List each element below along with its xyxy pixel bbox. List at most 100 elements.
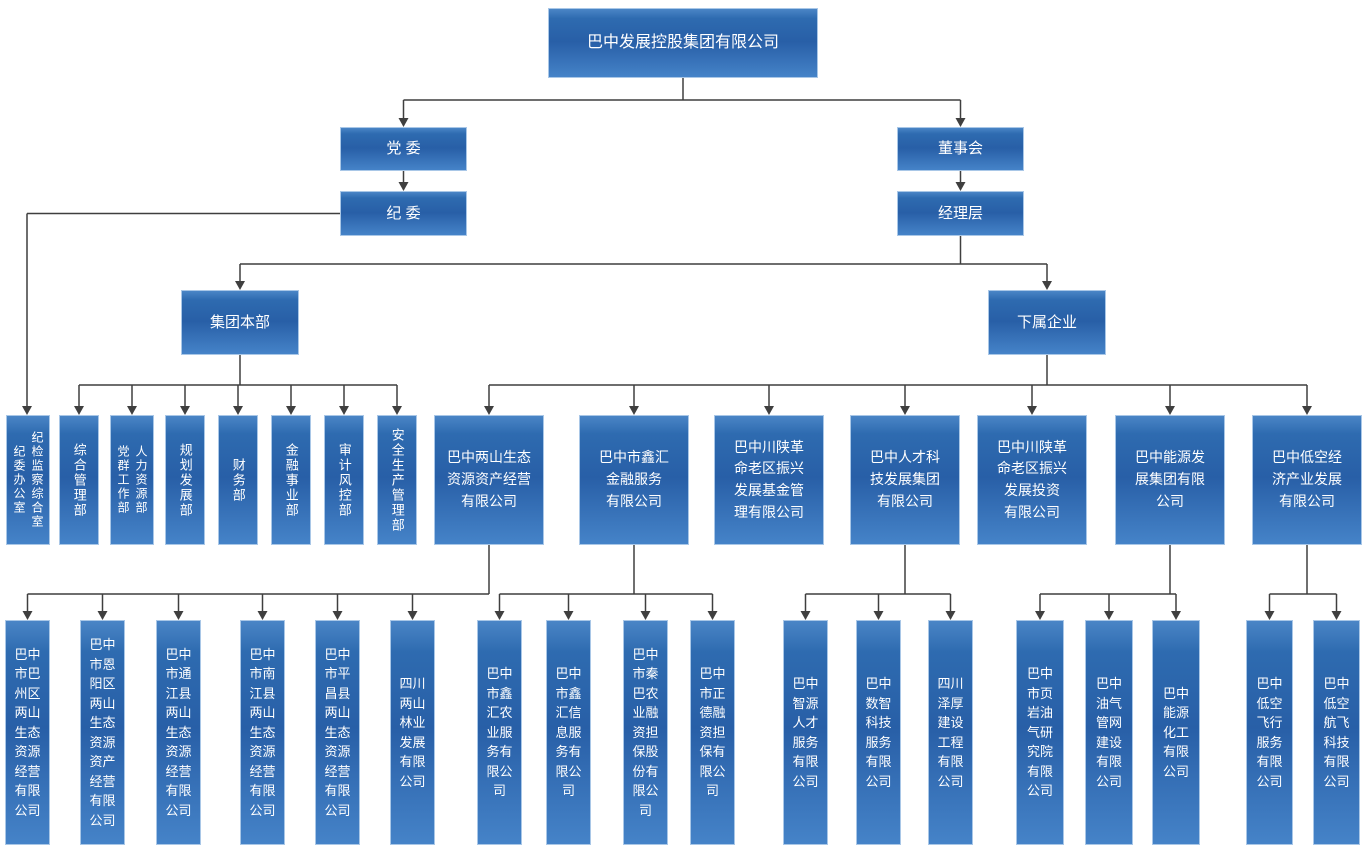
arrowhead-icon: [1042, 281, 1052, 290]
org-node-dept-planning: 规划发展部: [165, 415, 205, 545]
arrowhead-icon: [900, 406, 910, 415]
arrowhead-icon: [398, 118, 409, 127]
arrowhead-icon: [1035, 611, 1045, 620]
org-node-management-team: 经理层: [897, 191, 1024, 236]
org-node-label: 集团本部: [209, 313, 270, 331]
org-node-label: 巴中发展控股集团有限公司: [586, 33, 779, 51]
org-node-label: 巴中市巴州区两山生态资源经营有限公司: [14, 646, 41, 818]
org-node-party-committee: 党 委: [340, 127, 467, 171]
arrowhead-icon: [22, 611, 33, 620]
org-node-sub-liangshan: 巴中两山生态 资源资产经营 有限公司: [434, 415, 544, 545]
org-node-co-qinba-guarantee: 巴中市秦巴农业融资担保股份有限公司: [623, 620, 668, 845]
org-node-label: 下属企业: [1016, 313, 1077, 331]
org-node-label: 巴中市鑫汇 金融服务 有限公司: [599, 449, 669, 509]
org-node-co-flight-service: 巴中低空飞行服务有限公司: [1246, 620, 1293, 845]
org-node-co-shuzhi-tech: 巴中数智科技服务有限公司: [856, 620, 901, 845]
org-node-co-nanjiang: 巴中市南江县两山生态资源经营有限公司: [240, 620, 285, 845]
org-node-co-xinhui-agri: 巴中市鑫汇农业服务有限公司: [477, 620, 522, 845]
org-node-co-sichuan-forestry: 四川两山林业发展有限公司: [390, 620, 435, 845]
arrowhead-icon: [764, 406, 774, 415]
arrowhead-icon: [494, 611, 505, 620]
org-node-label: 经理层: [937, 204, 983, 222]
arrowhead-icon: [1331, 611, 1342, 620]
arrowhead-icon: [392, 406, 402, 415]
arrowhead-icon: [1104, 611, 1114, 620]
arrowhead-icon: [22, 406, 32, 415]
org-node-discipline-committee: 纪 委: [340, 191, 467, 236]
org-node-label: 金融事业部: [283, 442, 299, 518]
org-node-label: 巴中市鑫汇信息服务有限公司: [555, 666, 582, 799]
arrowhead-icon: [233, 406, 243, 415]
org-node-label: 巴中低空航飞科技有限公司: [1323, 676, 1350, 789]
org-node-label: 党 委: [386, 140, 421, 158]
arrowhead-icon: [1264, 611, 1275, 620]
org-node-sub-low-altitude: 巴中低空经 济产业发展 有限公司: [1252, 415, 1362, 545]
org-node-label: 综合管理部: [71, 442, 87, 518]
org-node-group-headquarters: 集团本部: [181, 290, 299, 355]
org-node-dept-jijian-office: 纪检监察综合室 纪委办公室: [6, 415, 50, 545]
org-node-label: 巴中川陕革 命老区振兴 发展基金管 理有限公司: [734, 438, 804, 520]
arrowhead-icon: [407, 611, 418, 620]
org-node-co-zhengde-guarantee: 巴中市正德融资担保有限公司: [690, 620, 735, 845]
org-node-label: 人力资源部 党群工作部: [116, 445, 148, 515]
org-node-sub-talent-tech: 巴中人才科 技发展集团 有限公司: [850, 415, 960, 545]
arrowhead-icon: [873, 611, 884, 620]
arrowhead-icon: [257, 611, 268, 620]
org-node-label: 巴中川陕革 命老区振兴 发展投资 有限公司: [997, 438, 1067, 520]
org-node-label: 财务部: [230, 457, 246, 503]
org-node-co-energy-chemical: 巴中能源化工有限公司: [1152, 620, 1200, 845]
arrowhead-icon: [180, 406, 190, 415]
org-node-sub-fund-mgmt: 巴中川陕革 命老区振兴 发展基金管 理有限公司: [714, 415, 824, 545]
org-node-dept-audit-risk: 审计风控部: [324, 415, 364, 545]
org-node-subsidiaries: 下属企业: [988, 290, 1106, 355]
org-node-label: 巴中两山生态 资源资产经营 有限公司: [447, 449, 531, 509]
org-node-label: 巴中低空飞行服务有限公司: [1256, 676, 1283, 789]
arrowhead-icon: [127, 406, 137, 415]
arrowhead-icon: [1165, 406, 1175, 415]
org-node-co-zehou-construction: 四川泽厚建设工程有限公司: [928, 620, 973, 845]
arrowhead-icon: [74, 406, 84, 415]
org-node-label: 巴中数智科技服务有限公司: [865, 676, 892, 789]
org-node-label: 巴中能源发 展集团有限 公司: [1135, 449, 1205, 509]
arrowhead-icon: [339, 406, 349, 415]
org-node-dept-safety: 安全生产管理部: [377, 415, 417, 545]
org-node-label: 巴中市恩阳区两山生态资源资产经营有限公司: [89, 637, 116, 828]
org-node-co-tongjiang: 巴中市通江县两山生态资源经营有限公司: [156, 620, 201, 845]
arrowhead-icon: [173, 611, 184, 620]
org-node-co-pingchang: 巴中市平昌县两山生态资源经营有限公司: [315, 620, 360, 845]
org-node-label: 董事会: [937, 140, 983, 158]
arrowhead-icon: [1027, 406, 1037, 415]
org-node-dept-hr-party: 人力资源部 党群工作部: [110, 415, 154, 545]
org-node-label: 巴中能源化工有限公司: [1163, 685, 1190, 779]
org-node-co-zhiyuan-talent: 巴中智源人才服务有限公司: [783, 620, 828, 845]
arrowhead-icon: [563, 611, 574, 620]
org-node-label: 巴中市南江县两山生态资源经营有限公司: [249, 646, 276, 818]
arrowhead-icon: [97, 611, 108, 620]
org-node-label: 纪检监察综合室 纪委办公室: [12, 431, 44, 529]
org-node-label: 四川两山林业发展有限公司: [399, 676, 426, 789]
org-node-co-bazhou: 巴中市巴州区两山生态资源经营有限公司: [5, 620, 50, 845]
arrowhead-icon: [955, 182, 966, 191]
org-node-dept-general-admin: 综合管理部: [59, 415, 99, 545]
org-node-label: 安全生产管理部: [389, 427, 405, 533]
org-node-co-shale-gas: 巴中市页岩油气研究院有限公司: [1016, 620, 1064, 845]
arrowhead-icon: [707, 611, 718, 620]
org-node-label: 巴中油气管网建设有限公司: [1096, 676, 1123, 789]
arrowhead-icon: [286, 406, 296, 415]
org-node-dept-financial-business: 金融事业部: [271, 415, 311, 545]
org-node-label: 规划发展部: [177, 442, 193, 518]
org-node-group-root: 巴中发展控股集团有限公司: [548, 8, 818, 78]
org-node-sub-energy: 巴中能源发 展集团有限 公司: [1115, 415, 1225, 545]
org-node-label: 巴中市秦巴农业融资担保股份有限公司: [632, 646, 659, 818]
org-node-label: 审计风控部: [336, 442, 352, 518]
org-node-co-xinhui-info: 巴中市鑫汇信息服务有限公司: [546, 620, 591, 845]
org-node-label: 四川泽厚建设工程有限公司: [937, 676, 964, 789]
org-node-board-of-directors: 董事会: [897, 127, 1024, 171]
org-node-co-pipeline: 巴中油气管网建设有限公司: [1085, 620, 1133, 845]
org-node-label: 巴中市通江县两山生态资源经营有限公司: [165, 646, 192, 818]
arrowhead-icon: [1171, 611, 1181, 620]
org-node-label: 巴中市正德融资担保有限公司: [699, 666, 726, 799]
arrowhead-icon: [484, 406, 494, 415]
org-node-label: 巴中市平昌县两山生态资源经营有限公司: [324, 646, 351, 818]
